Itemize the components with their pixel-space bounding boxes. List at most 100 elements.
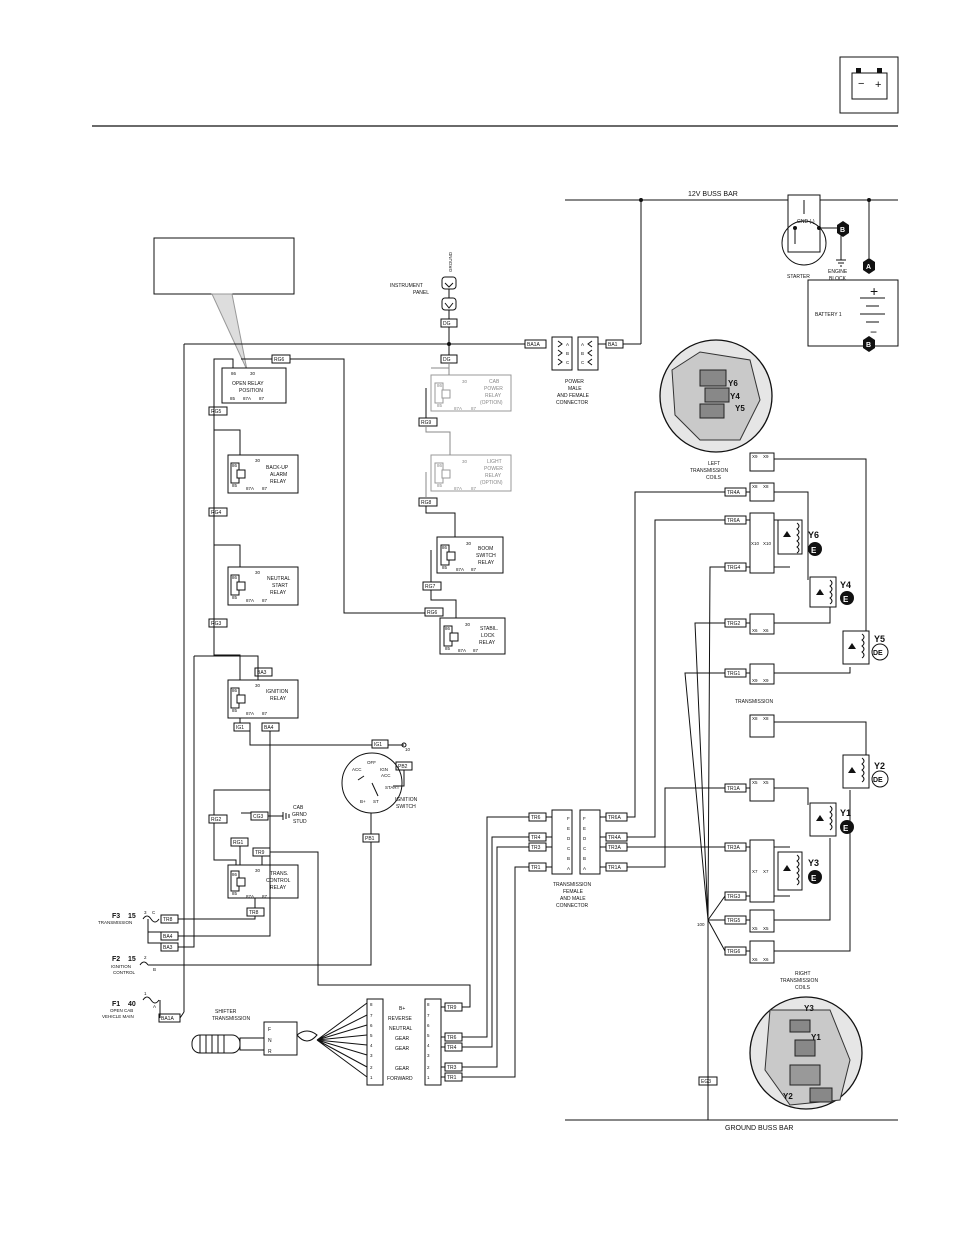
coil-y1: Y1 E — [809, 802, 854, 837]
tag-ig1: IG1 — [233, 722, 251, 732]
svg-text:6: 6 — [370, 1023, 373, 1028]
svg-text:PB2: PB2 — [398, 764, 408, 770]
svg-text:IGNITION: IGNITION — [266, 689, 289, 695]
tag-tr3a-r: TR3A — [724, 842, 747, 852]
svg-text:30: 30 — [465, 622, 471, 627]
svg-text:STUD: STUD — [293, 819, 307, 825]
tag-ba3: BA3 — [254, 667, 273, 677]
svg-text:X5: X5 — [763, 926, 769, 931]
coil-y6: Y6 E — [777, 519, 822, 556]
tag-ig1b: IG1 — [371, 739, 389, 749]
svg-text:RG5: RG5 — [211, 409, 222, 415]
svg-text:ACC: ACC — [381, 773, 391, 778]
svg-text:EG3: EG3 — [701, 1079, 711, 1085]
svg-text:86: 86 — [437, 463, 443, 468]
svg-text:Y5: Y5 — [874, 634, 885, 644]
tag-rg6: RG6 — [271, 354, 291, 364]
svg-text:F3: F3 — [112, 913, 120, 920]
callout-pointer — [211, 293, 248, 371]
svg-text:RG8: RG8 — [421, 500, 432, 506]
svg-text:E: E — [843, 824, 849, 833]
svg-text:100: 100 — [697, 922, 705, 927]
svg-text:TRANSMISSION: TRANSMISSION — [98, 920, 132, 925]
tag-ba3b: BA3 — [160, 942, 179, 952]
svg-text:2: 2 — [370, 1065, 373, 1070]
svg-text:85: 85 — [232, 708, 238, 713]
svg-text:85: 85 — [445, 646, 451, 651]
svg-text:B: B — [581, 351, 584, 356]
svg-text:DG: DG — [443, 321, 451, 327]
svg-text:F2: F2 — [112, 956, 120, 963]
svg-text:C: C — [583, 846, 587, 851]
svg-text:86: 86 — [232, 575, 238, 580]
svg-text:LEFT: LEFT — [708, 461, 720, 467]
svg-text:E: E — [567, 826, 570, 831]
svg-text:IGNITION: IGNITION — [395, 797, 418, 803]
svg-text:MALE: MALE — [568, 386, 582, 392]
svg-text:NEUTRAL: NEUTRAL — [267, 576, 291, 582]
tag-rg1: RG1 — [230, 837, 249, 847]
svg-text:A: A — [581, 342, 584, 347]
svg-text:X7: X7 — [752, 869, 758, 874]
tag-rg6b: RG6 — [424, 607, 444, 617]
svg-text:E: E — [811, 874, 817, 883]
tag-trg6: TRG6 — [724, 946, 747, 956]
svg-text:GEAR: GEAR — [395, 1046, 410, 1052]
power-connector: ABC ABC POWER MALE AND FEMALE CONNECTOR — [551, 200, 642, 406]
fuse-f1: F1 40 OPEN CAB VEHICLE MAIN 1A — [102, 991, 160, 1019]
svg-text:Y3: Y3 — [808, 858, 819, 868]
svg-text:TR3A: TR3A — [727, 845, 740, 851]
svg-text:RG9: RG9 — [421, 420, 432, 426]
svg-text:C: C — [567, 846, 571, 851]
svg-text:TR4A: TR4A — [608, 835, 621, 841]
svg-text:X8: X8 — [763, 484, 769, 489]
svg-text:RIGHT: RIGHT — [795, 971, 811, 977]
svg-text:86: 86 — [231, 371, 237, 376]
svg-text:B: B — [566, 351, 569, 356]
tag-rg2: RG2 — [208, 814, 228, 824]
tag-trg2: TRG2 — [724, 618, 747, 628]
svg-text:87: 87 — [262, 598, 268, 603]
svg-text:TR4: TR4 — [447, 1045, 457, 1051]
svg-text:CAB: CAB — [293, 805, 304, 811]
svg-text:85: 85 — [232, 595, 238, 600]
svg-text:87A: 87A — [456, 567, 464, 572]
svg-text:STARTER: STARTER — [787, 274, 810, 280]
svg-text:CG3: CG3 — [253, 814, 264, 820]
coil-y4: Y4 E — [809, 576, 854, 608]
svg-text:RG2: RG2 — [211, 817, 222, 823]
ground-marker-b-top: B — [837, 221, 849, 237]
svg-text:85: 85 — [230, 396, 236, 401]
tag-tr3b: TR3 — [444, 1062, 463, 1072]
svg-text:FEMALE: FEMALE — [563, 889, 584, 895]
svg-text:ENGINE: ENGINE — [828, 269, 848, 275]
svg-text:B+: B+ — [360, 799, 366, 804]
svg-text:TR1A: TR1A — [608, 865, 621, 871]
svg-text:8: 8 — [370, 1002, 373, 1007]
svg-text:3: 3 — [370, 1053, 373, 1058]
tag-tr1a-r: TR1A — [724, 783, 747, 793]
tag-rg9: RG9 — [418, 417, 438, 427]
svg-text:B: B — [866, 342, 871, 349]
right-coils-photo: Y3 Y1 Y2 — [749, 996, 863, 1110]
svg-text:RELAY: RELAY — [270, 885, 287, 891]
tag-pb1: PB1 — [362, 833, 380, 843]
ground-marker-b-bottom: B — [863, 336, 875, 352]
svg-text:CONTROL: CONTROL — [266, 878, 291, 884]
svg-text:X10: X10 — [763, 541, 772, 546]
svg-text:POWER: POWER — [484, 386, 503, 392]
svg-text:30: 30 — [255, 570, 261, 575]
svg-text:TR3: TR3 — [447, 1065, 457, 1071]
tag-trg5: TRG5 — [724, 915, 747, 925]
svg-text:B+: B+ — [399, 1006, 405, 1012]
svg-text:BLOCK: BLOCK — [829, 276, 847, 282]
battery-icon: − + — [839, 56, 899, 114]
svg-text:Y6: Y6 — [808, 530, 819, 540]
svg-text:87A: 87A — [246, 894, 254, 899]
